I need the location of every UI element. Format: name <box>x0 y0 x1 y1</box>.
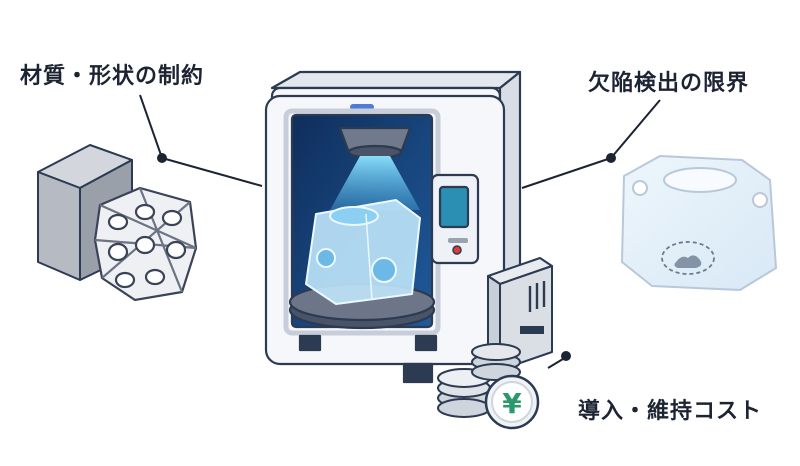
coin-stacks <box>437 343 521 418</box>
lattice-cube <box>93 186 198 302</box>
connector-cost <box>547 351 571 369</box>
label-introduction-maintenance-cost: 導入・維持コスト <box>578 399 763 424</box>
yen-symbol: ¥ <box>502 387 522 420</box>
connector-defect <box>521 99 661 189</box>
connector-material <box>139 94 263 187</box>
label-defect-detection-limits: 欠陥検出の限界 <box>588 71 750 96</box>
label-material-shape-constraints: 材質・形状の制約 <box>20 64 205 89</box>
transparent-part-with-defect <box>621 155 777 291</box>
yen-coin <box>484 374 540 430</box>
printer-machine <box>264 70 522 384</box>
printed-part <box>305 199 421 305</box>
